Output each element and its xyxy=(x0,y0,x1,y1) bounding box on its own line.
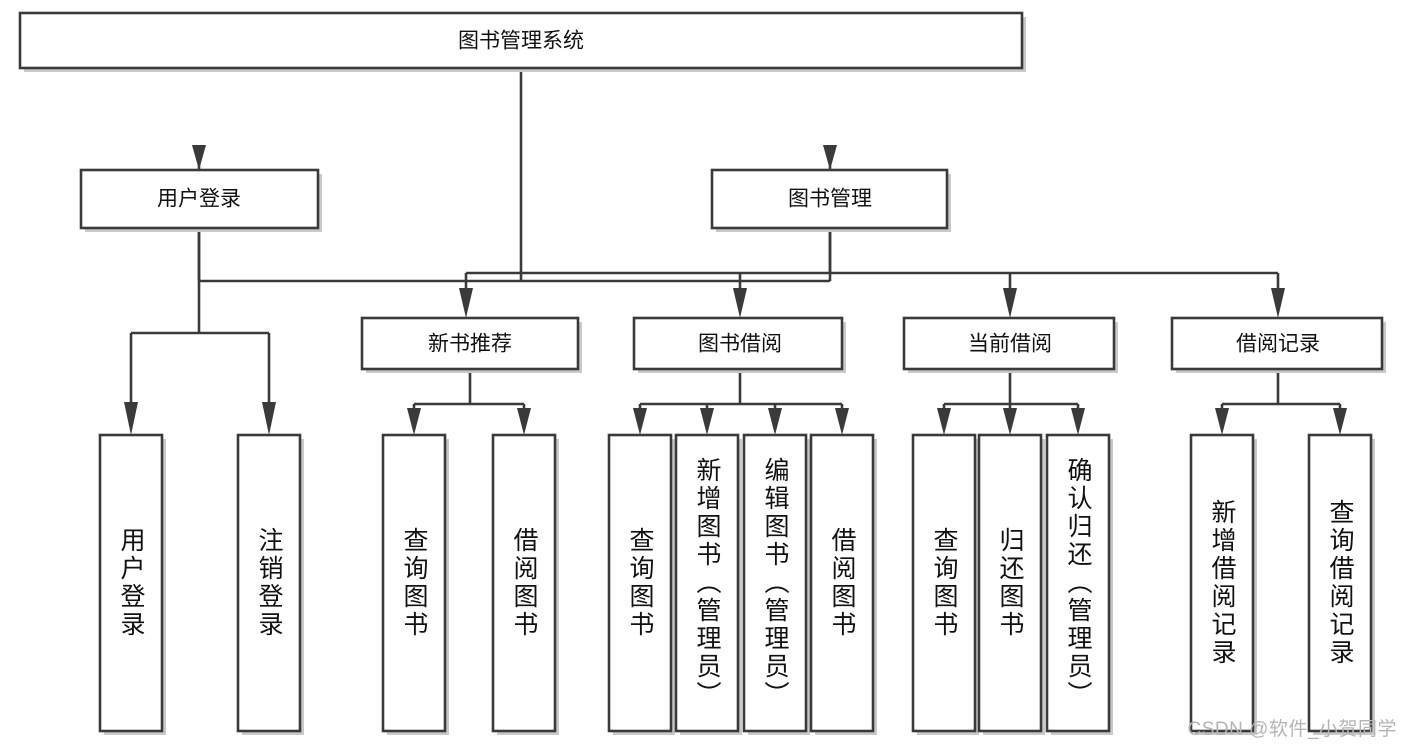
leaf-box-query-book-2[interactable] xyxy=(607,433,675,735)
node-current-borrow[interactable]: 当前借阅 xyxy=(902,316,1118,373)
leaf-box-confirm-return[interactable] xyxy=(1045,433,1113,735)
connector-borrow-record-to-leaves xyxy=(1215,373,1347,435)
node-book-manage[interactable]: 图书管理 xyxy=(710,168,951,232)
node-borrow-record-label: 借阅记录 xyxy=(1236,333,1320,356)
node-book-manage-label: 图书管理 xyxy=(788,188,872,211)
node-borrow-record[interactable]: 借阅记录 xyxy=(1170,316,1386,373)
csdn-watermark: CSDN @软件_小贺同学 xyxy=(1187,719,1397,740)
node-book-borrow-label: 图书借阅 xyxy=(698,333,782,356)
leaf-box-query-book-3[interactable] xyxy=(911,433,979,735)
connector-book-borrow-to-leaves xyxy=(633,373,849,435)
leaf-box-borrow-book-1[interactable] xyxy=(491,433,559,735)
connector-user-login-to-leaves xyxy=(124,232,276,435)
leaf-box-user-login[interactable] xyxy=(98,433,166,735)
leaf-box-edit-book[interactable] xyxy=(742,433,810,735)
connector-current-borrow-to-leaves xyxy=(937,373,1085,435)
leaf-box-return-book[interactable] xyxy=(977,433,1045,735)
leaf-box-query-book-1[interactable] xyxy=(381,433,449,735)
connector-new-book-rec-to-leaves xyxy=(407,373,531,435)
leaf-box-logout[interactable] xyxy=(236,433,304,735)
connector-arrowheads-level2 xyxy=(192,145,837,170)
leaf-box-add-book[interactable] xyxy=(674,433,742,735)
node-user-login-label: 用户登录 xyxy=(157,188,241,211)
node-root[interactable]: 图书管理系统 xyxy=(18,11,1026,72)
leaf-box-borrow-book-2[interactable] xyxy=(809,433,877,735)
connector-book-manage-to-level3 xyxy=(459,232,1285,318)
node-root-label: 图书管理系统 xyxy=(458,30,584,53)
node-user-login[interactable]: 用户登录 xyxy=(79,168,322,232)
node-new-book-rec[interactable]: 新书推荐 xyxy=(360,316,582,373)
leaf-box-add-record[interactable] xyxy=(1189,433,1257,735)
node-new-book-rec-label: 新书推荐 xyxy=(428,333,512,356)
node-current-borrow-label: 当前借阅 xyxy=(968,333,1052,356)
node-book-borrow[interactable]: 图书借阅 xyxy=(632,316,846,373)
leaf-box-query-record[interactable] xyxy=(1307,433,1375,735)
